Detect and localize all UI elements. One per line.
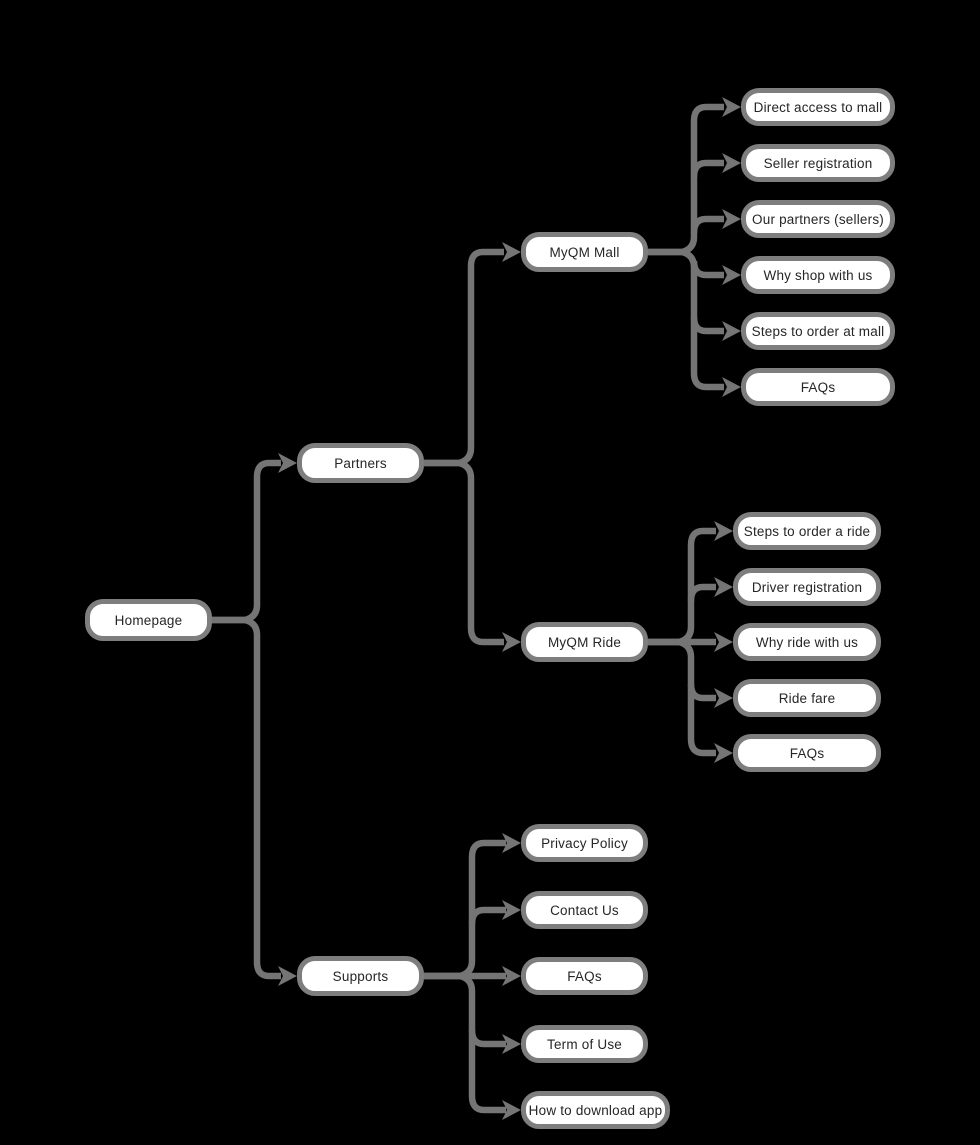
node-myqm-ride[interactable]: MyQM Ride <box>521 622 648 662</box>
node-label: FAQs <box>567 968 602 984</box>
node-label: Direct access to mall <box>753 99 883 115</box>
node-why-shop-with-us[interactable]: Why shop with us <box>741 256 895 294</box>
node-label: Our partners (sellers) <box>752 211 884 227</box>
node-partners[interactable]: Partners <box>297 443 424 483</box>
node-ride-fare[interactable]: Ride fare <box>733 679 881 717</box>
node-label: MyQM Mall <box>549 244 620 260</box>
node-direct-access-to-mall[interactable]: Direct access to mall <box>741 88 895 126</box>
node-label: How to download app <box>528 1102 663 1118</box>
node-how-to-download-app[interactable]: How to download app <box>521 1091 670 1129</box>
node-supports-faqs[interactable]: FAQs <box>521 957 648 995</box>
node-steps-to-order-at-mall[interactable]: Steps to order at mall <box>741 312 895 350</box>
node-supports[interactable]: Supports <box>297 956 424 996</box>
node-label: Steps to order a ride <box>743 523 871 539</box>
node-our-partners-sellers[interactable]: Our partners (sellers) <box>741 200 895 238</box>
node-label: Privacy Policy <box>541 835 628 851</box>
node-label: Contact Us <box>550 902 619 918</box>
node-label: Homepage <box>114 612 183 628</box>
node-label: Supports <box>332 968 389 984</box>
node-label: MyQM Ride <box>547 634 622 650</box>
node-privacy-policy[interactable]: Privacy Policy <box>521 824 648 862</box>
node-myqm-mall[interactable]: MyQM Mall <box>521 232 648 272</box>
node-driver-registration[interactable]: Driver registration <box>733 568 881 606</box>
node-label: Partners <box>334 455 387 471</box>
node-label: FAQs <box>800 379 836 395</box>
node-ride-faqs[interactable]: FAQs <box>733 734 881 772</box>
node-steps-to-order-a-ride[interactable]: Steps to order a ride <box>733 512 881 550</box>
node-label: Why ride with us <box>755 634 859 650</box>
node-seller-registration[interactable]: Seller registration <box>741 144 895 182</box>
node-label: Ride fare <box>778 690 836 706</box>
node-label: Term of Use <box>547 1036 622 1052</box>
node-contact-us[interactable]: Contact Us <box>521 891 648 929</box>
node-label: FAQs <box>789 745 825 761</box>
node-mall-faqs[interactable]: FAQs <box>741 368 895 406</box>
node-homepage[interactable]: Homepage <box>85 599 212 641</box>
node-term-of-use[interactable]: Term of Use <box>521 1025 648 1063</box>
node-label: Steps to order at mall <box>751 323 885 339</box>
node-label: Seller registration <box>763 155 873 171</box>
node-label: Driver registration <box>751 579 863 595</box>
node-label: Why shop with us <box>763 267 873 283</box>
node-why-ride-with-us[interactable]: Why ride with us <box>733 623 881 661</box>
